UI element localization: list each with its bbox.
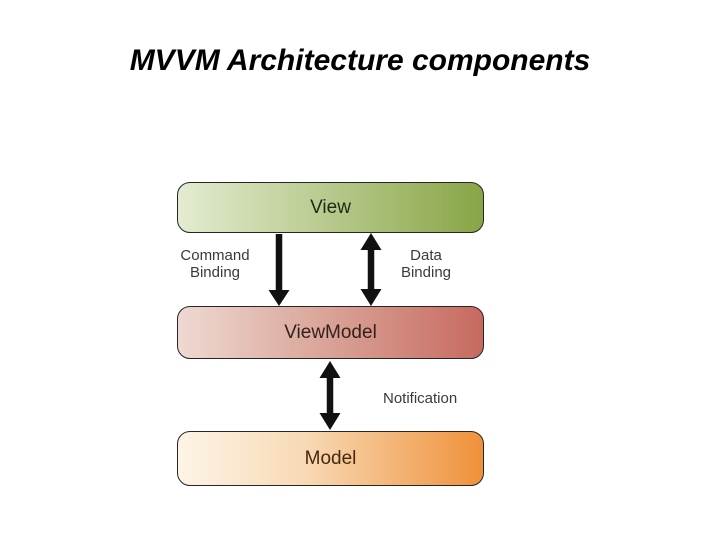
node-view: View: [177, 182, 484, 233]
node-model: Model: [177, 431, 484, 486]
command-binding-label: Command Binding: [180, 247, 250, 281]
slide-title: MVVM Architecture components: [129, 44, 591, 77]
node-view-label: View: [310, 196, 351, 218]
node-viewmodel: ViewModel: [177, 306, 484, 359]
notification-label: Notification: [383, 390, 458, 407]
node-viewmodel-label: ViewModel: [284, 321, 377, 343]
data-binding-label: Data Binding: [400, 247, 452, 281]
node-model-label: Model: [304, 447, 357, 469]
notification-arrow: [319, 361, 341, 430]
command-binding-arrow: [268, 234, 290, 306]
